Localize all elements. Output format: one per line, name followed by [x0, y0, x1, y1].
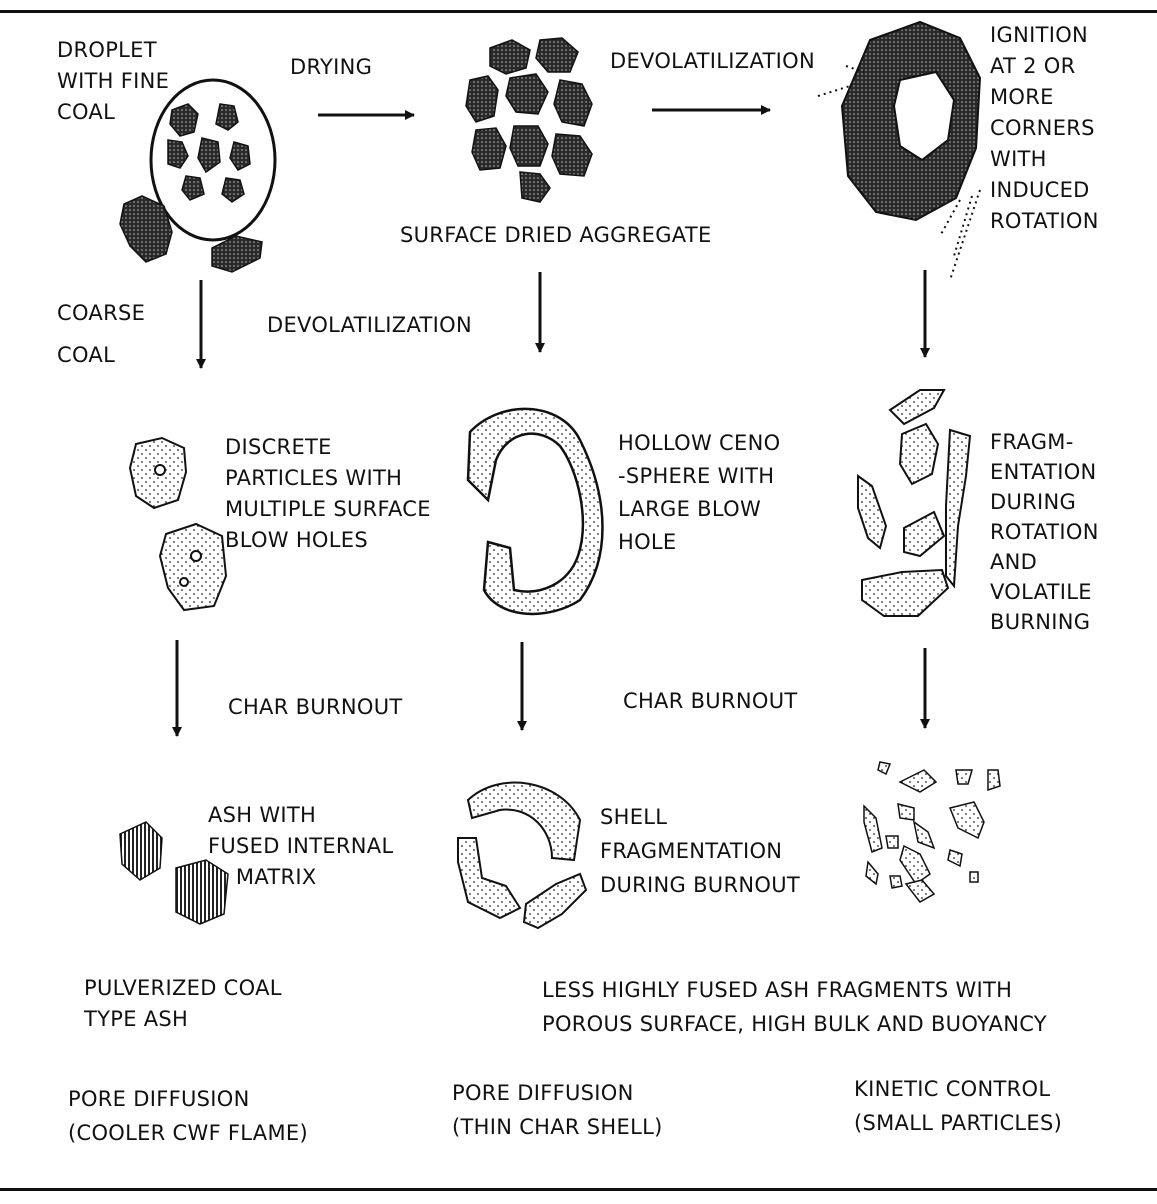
label-drying: DRYING: [290, 52, 372, 83]
label-fragmentation: FRAGM- ENTATION DURING ROTATION AND VOLA…: [990, 427, 1099, 637]
label-mechanism-middle: PORE DIFFUSION (THIN CHAR SHELL): [452, 1076, 663, 1144]
small-ash-fragments: [864, 762, 1000, 902]
label-ignition: IGNITION AT 2 OR MORE CORNERS WITH INDUC…: [990, 20, 1099, 237]
label-discrete-particles: DISCRETE PARTICLES WITH MULTIPLE SURFACE…: [225, 432, 431, 556]
coarse-coal-particle: [212, 236, 262, 272]
coarse-coal-particle: [120, 196, 172, 262]
label-coarse-coal: COARSE COAL: [57, 292, 145, 376]
label-devolatilization-mid: DEVOLATILIZATION: [267, 310, 472, 341]
label-ash-fused-matrix: ASH WITH FUSED INTERNAL MATRIX: [208, 800, 393, 893]
label-devolatilization-top: DEVOLATILIZATION: [610, 46, 815, 77]
label-mechanism-right: KINETIC CONTROL (SMALL PARTICLES): [854, 1072, 1062, 1140]
horizontal-arrows: [318, 110, 770, 115]
label-droplet: DROPLET WITH FINE COAL: [57, 35, 169, 128]
label-char-burnout-right: CHAR BURNOUT: [623, 686, 798, 717]
label-mechanism-left: PORE DIFFUSION (COOLER CWF FLAME): [68, 1082, 308, 1150]
label-less-fused-ash: LESS HIGHLY FUSED ASH FRAGMENTS WITH POR…: [542, 973, 1047, 1041]
label-char-burnout-left: CHAR BURNOUT: [228, 692, 403, 723]
label-surface-dried-aggregate: SURFACE DRIED AGGREGATE: [400, 220, 712, 251]
label-hollow-cenosphere: HOLLOW CENO -SPHERE WITH LARGE BLOW HOLE: [618, 427, 780, 559]
hollow-cenosphere: [468, 409, 603, 614]
label-pulverized-coal-ash: PULVERIZED COAL TYPE ASH: [84, 973, 282, 1035]
ignition-particle: [818, 22, 980, 280]
fragmentation-particles: [858, 390, 970, 616]
surface-dried-aggregate: [466, 38, 592, 202]
discrete-particles: [130, 438, 226, 610]
shell-fragments: [458, 783, 586, 928]
label-shell-fragmentation: SHELL FRAGMENTATION DURING BURNOUT: [600, 800, 800, 902]
